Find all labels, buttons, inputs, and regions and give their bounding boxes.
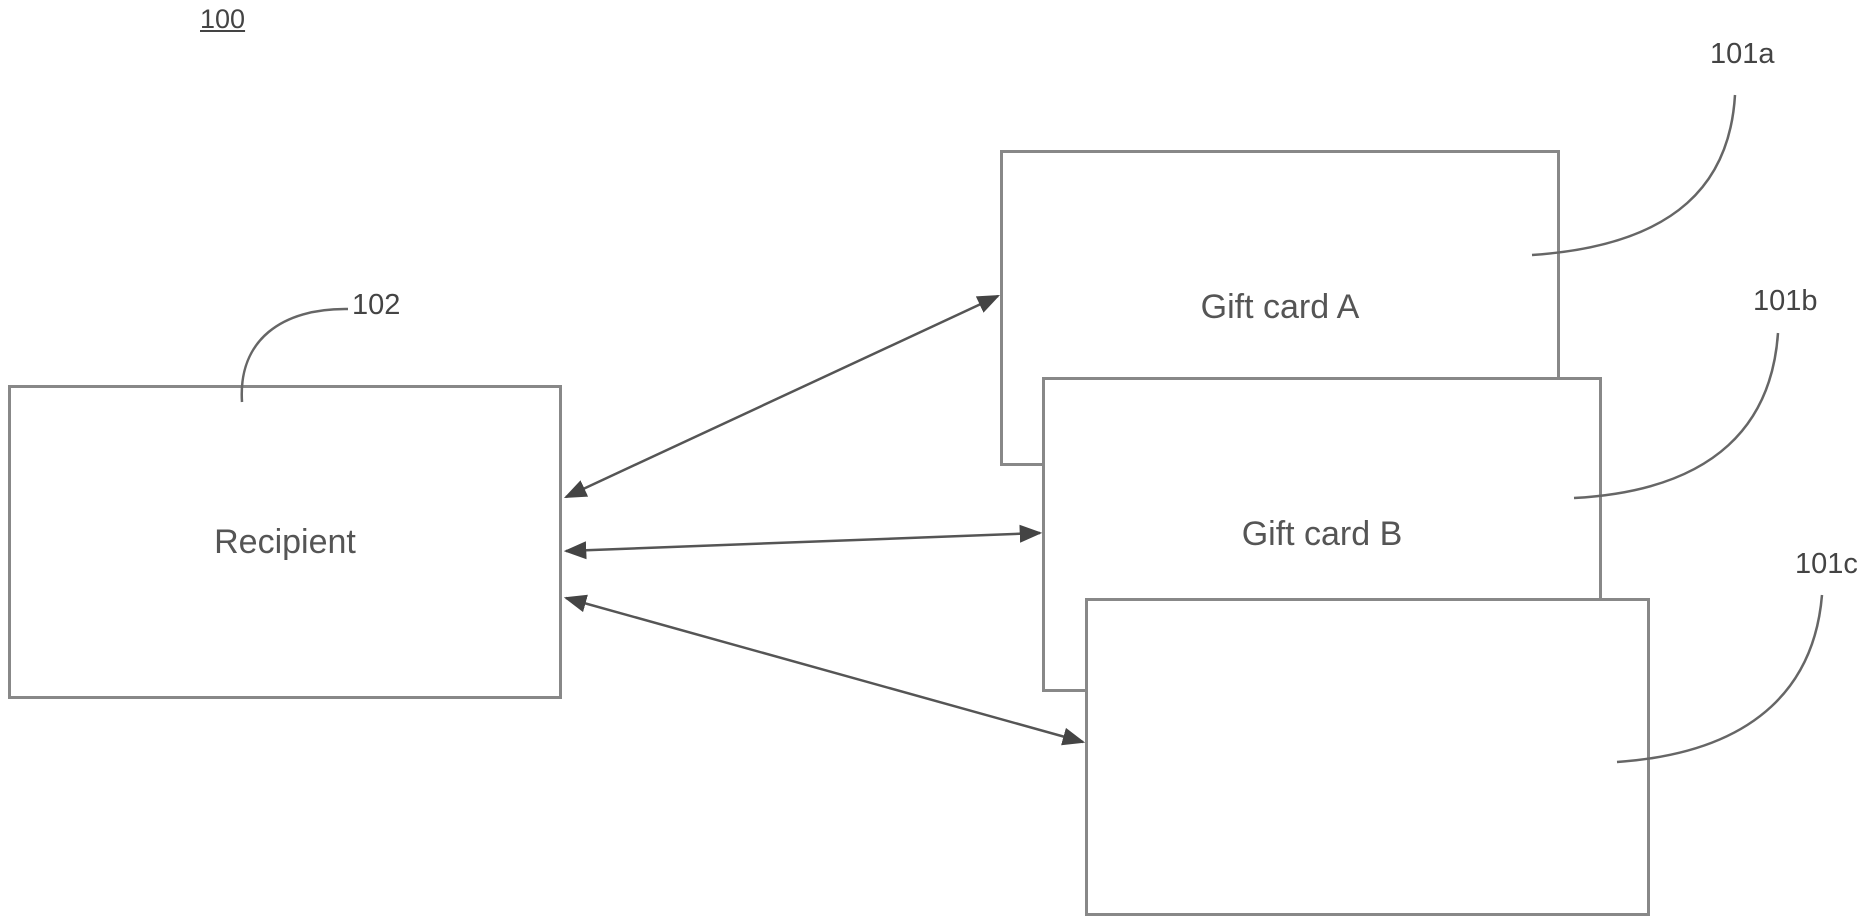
leader-line-card-c	[1617, 595, 1822, 762]
leader-line-card-b	[1574, 333, 1778, 498]
arrow-recipient-card-a	[566, 296, 998, 497]
arrow-recipient-card-c	[566, 598, 1083, 742]
arrow-recipient-card-b	[566, 533, 1040, 551]
leader-line-card-a	[1532, 95, 1735, 255]
leader-line-recipient	[242, 309, 348, 402]
